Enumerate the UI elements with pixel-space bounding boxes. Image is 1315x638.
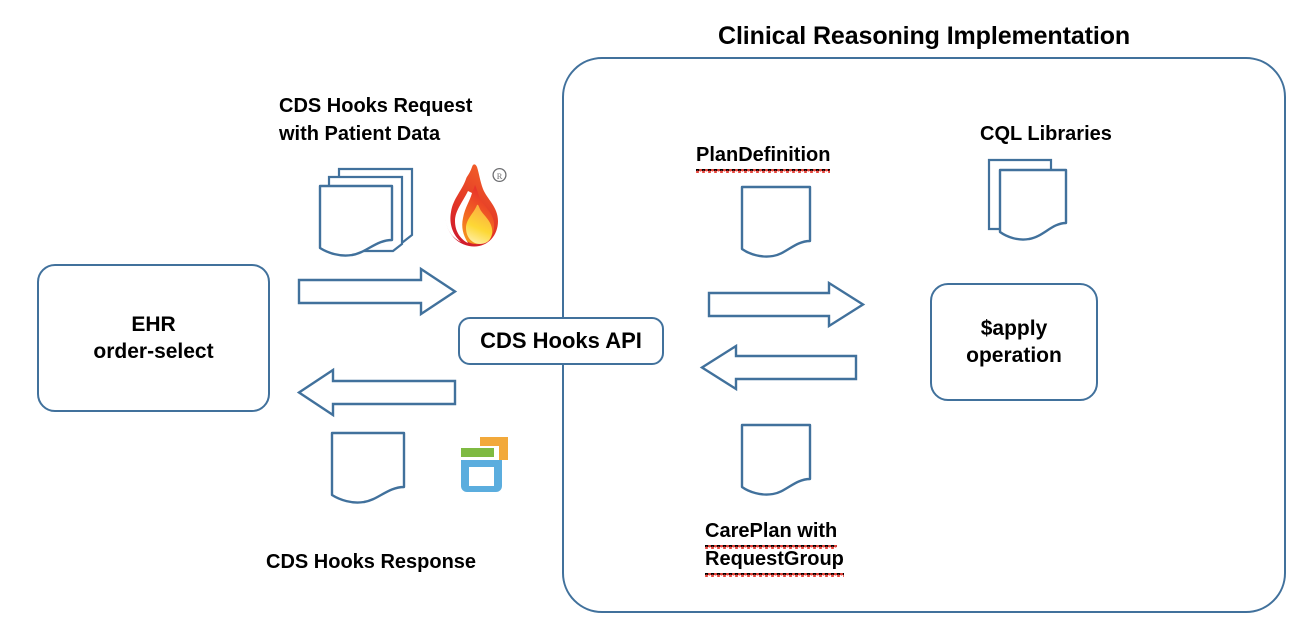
cds-hooks-response-label: CDS Hooks Response	[266, 551, 477, 573]
plandefinition-label: PlanDefinition	[696, 142, 831, 173]
arrow-ehr-to-api	[297, 266, 459, 317]
careplan-label-line2: RequestGroup	[705, 546, 844, 577]
careplan-label-line2-text: RequestGroup	[705, 548, 844, 577]
ehr-box-line2: order-select	[93, 340, 214, 363]
plandefinition-document-icon	[740, 184, 830, 276]
cql-libraries-documents-icon	[986, 157, 1081, 257]
ehr-box[interactable]: EHR order-select	[37, 264, 270, 412]
plandefinition-label-text: PlanDefinition	[696, 144, 831, 173]
arrow-apply-to-api	[699, 343, 860, 392]
cql-libraries-label: CQL Libraries	[980, 123, 1112, 145]
svg-text:R: R	[497, 172, 503, 181]
apply-operation-line2: operation	[966, 344, 1062, 367]
fhir-flame-logo: R	[437, 163, 509, 253]
cds-hooks-request-label-line2: with Patient Data	[279, 123, 441, 145]
page-title: Clinical Reasoning Implementation	[718, 22, 1131, 50]
ehr-box-line1: EHR	[131, 313, 176, 336]
cds-hooks-request-label-line1: CDS Hooks Request	[279, 95, 473, 117]
response-document-icon	[330, 430, 420, 522]
arrow-api-to-apply	[707, 280, 867, 329]
request-documents-icon	[318, 163, 428, 268]
cds-hooks-api-box[interactable]: CDS Hooks API	[458, 317, 664, 365]
clinical-reasoning-container	[562, 57, 1286, 613]
apply-operation-line1: $apply	[980, 317, 1048, 340]
cds-hooks-logo	[455, 434, 515, 494]
careplan-document-icon	[740, 422, 830, 514]
apply-operation-box[interactable]: $apply operation	[930, 283, 1098, 401]
careplan-label-line1-text: CarePlan with	[705, 520, 838, 549]
cds-hooks-api-label: CDS Hooks API	[480, 328, 642, 353]
careplan-label-line1: CarePlan with	[705, 518, 838, 549]
arrow-api-to-ehr	[296, 367, 459, 418]
